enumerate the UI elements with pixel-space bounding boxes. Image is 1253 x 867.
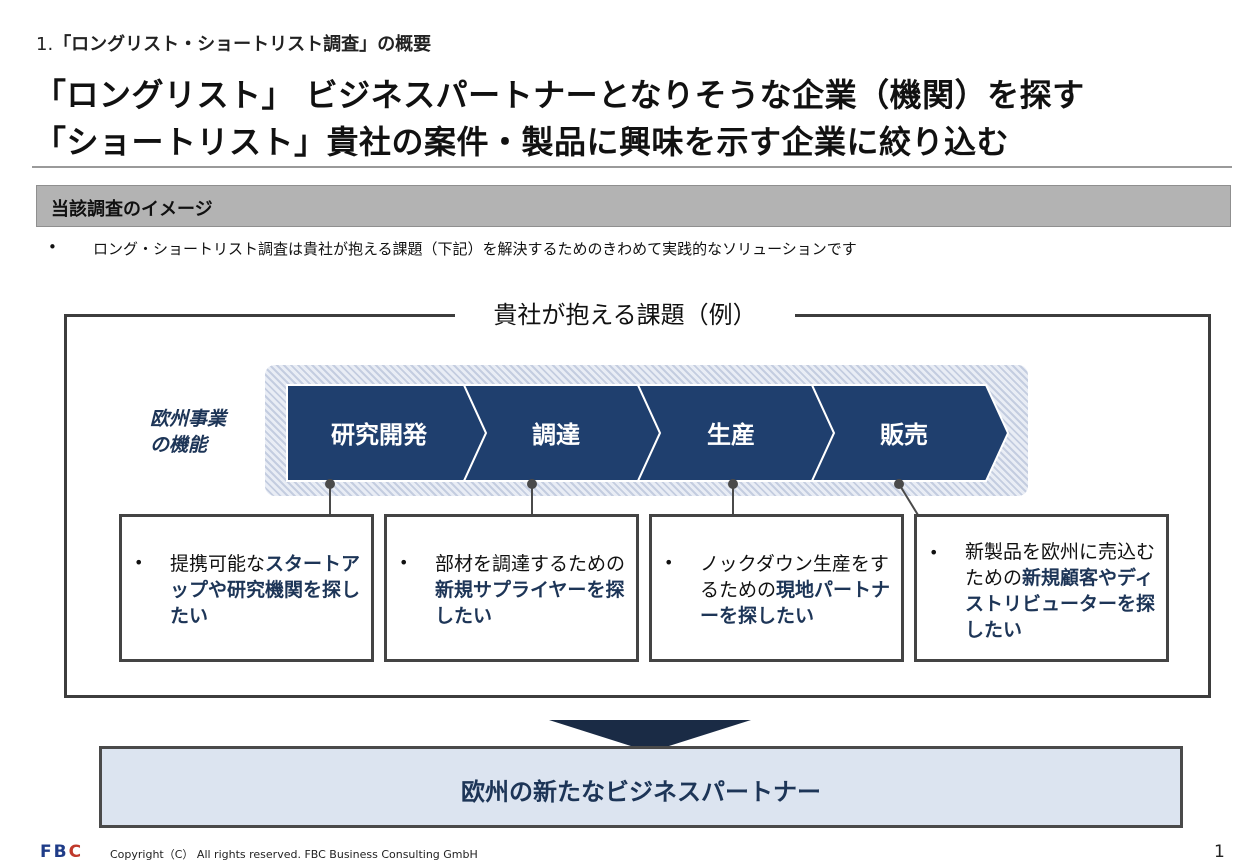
page-number: 1 (1214, 842, 1225, 862)
challenge-text-normal: 提携可能な (170, 553, 266, 575)
result-box: 欧州の新たなビジネスパートナー (99, 746, 1183, 828)
headline-longlist: 「ロングリスト」 ビジネスパートナーとなりそうな企業（機関）を探す (34, 76, 1085, 114)
function-label: 欧州事業 の機能 (150, 406, 226, 458)
section-title: 「ロングリスト・ショートリスト調査」 (53, 34, 378, 55)
challenge-text-normal: 新製品を欧州に売込むための (965, 541, 1156, 589)
challenge-text-rest: を探したい (719, 605, 815, 627)
challenge-text-emphasis: 現地パートナー (700, 579, 891, 627)
function-label-line2: の機能 (150, 434, 208, 456)
challenge-bullet: • (664, 553, 674, 572)
challenge-bullet: • (399, 553, 409, 572)
section-bar-title: 当該調査のイメージ (51, 199, 213, 220)
section-label: 1.「ロングリスト・ショートリスト調査」の概要 (36, 30, 431, 56)
down-arrow-icon (549, 720, 751, 752)
challenge-text-emphasis: 新規サプライヤー (435, 579, 587, 601)
challenge-text-normal: 部材を調達するための (435, 553, 626, 575)
challenge-text-emphasis: スタートアップや研究機関を (170, 553, 361, 601)
challenge-bullet: • (929, 543, 939, 562)
header-divider (32, 166, 1232, 168)
copyright-text: Copyright（C） All rights reserved. FBC Bu… (110, 848, 478, 861)
challenge-bullet: • (134, 553, 144, 572)
section-suffix: の概要 (377, 34, 432, 55)
connectors (325, 479, 919, 516)
chevron-procurement: 調達 (462, 384, 662, 482)
headline-shortlist: 「ショートリスト」貴社の案件・製品に興味を示す企業に絞り込む (34, 123, 1010, 161)
challenge-text-rest: を探したい (435, 579, 625, 627)
connector-dot-production (728, 479, 738, 489)
challenge-box-production: • ノックダウン生産をするための現地パートナーを探したい (649, 514, 904, 662)
chevron-sales: 販売 (810, 384, 1010, 482)
issues-title: 貴社が抱える課題（例） (455, 297, 795, 333)
challenge-box-procurement: • 部材を調達するための新規サプライヤーを探したい (384, 514, 639, 662)
connector-dot-sales (894, 479, 904, 489)
intro-text: ロング・ショートリスト調査は貴社が抱える課題（下記）を解決するためのきわめて実践… (93, 240, 857, 258)
challenge-box-rd: • 提携可能なスタートアップや研究機関を探したい (119, 514, 374, 662)
chevron-label-rd: 研究開発 (331, 421, 428, 449)
chevron-label-procurement: 調達 (532, 421, 580, 449)
logo-letter-f: F (40, 842, 54, 862)
intro-bullet: • (48, 238, 57, 256)
connector-sales (898, 483, 919, 516)
logo-letter-b: B (53, 842, 69, 862)
challenge-text-procurement: 部材を調達するための新規サプライヤーを探したい (435, 551, 633, 629)
chevron-rd: 研究開発 (286, 384, 488, 482)
challenge-text-emphasis: 新規顧客やディストリビューター (965, 567, 1154, 615)
connector-dot-procurement (527, 479, 537, 489)
section-number: 1. (36, 34, 54, 55)
challenge-box-sales: • 新製品を欧州に売込むための新規顧客やディストリビューターを探したい (914, 514, 1169, 662)
result-text: 欧州の新たなビジネスパートナー (461, 778, 821, 806)
challenge-text-rd: 提携可能なスタートアップや研究機関を探したい (170, 551, 368, 629)
logo-letter-c: C (68, 842, 84, 862)
challenge-text-normal: ノックダウン生産をするための (700, 553, 889, 601)
chevron-production: 生産 (636, 384, 836, 482)
challenge-text-sales: 新製品を欧州に売込むための新規顧客やディストリビューターを探したい (965, 539, 1163, 643)
section-bar: 当該調査のイメージ (36, 185, 1231, 227)
fbc-logo: FBC (40, 842, 83, 862)
function-label-line1: 欧州事業 (150, 408, 227, 430)
chevron-label-production: 生産 (707, 421, 755, 449)
challenge-text-production: ノックダウン生産をするための現地パートナーを探したい (700, 551, 898, 629)
challenge-text-rest: を探したい (965, 593, 1156, 641)
connector-dot-rd (325, 479, 335, 489)
chevron-label-sales: 販売 (880, 421, 928, 449)
challenge-text-rest: 探したい (170, 579, 361, 627)
